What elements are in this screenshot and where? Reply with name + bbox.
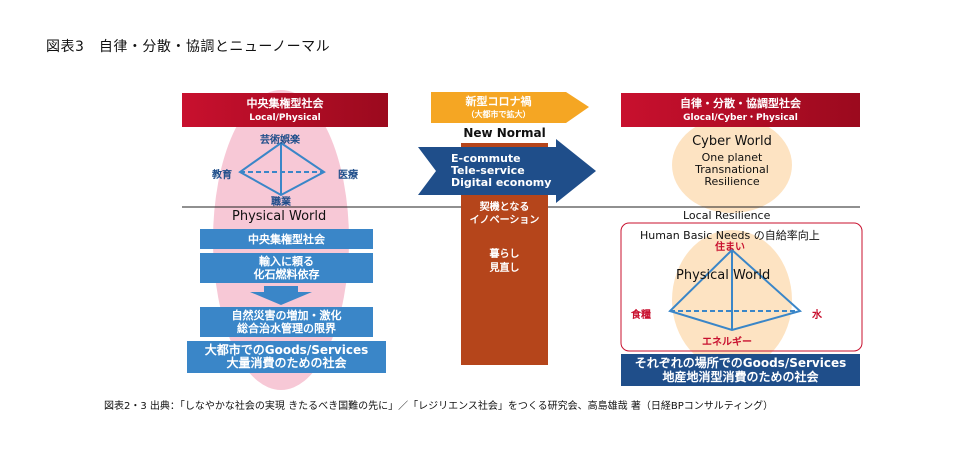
- innovation-line2: イノベーション: [469, 215, 540, 226]
- corona-line1: 新型コロナ禍: [465, 95, 532, 108]
- cyber-line3: Resilience: [704, 175, 760, 188]
- left-box1-text: 中央集権型社会: [248, 232, 325, 246]
- left-box4-line1: 大都市でのGoods/Services: [204, 343, 369, 357]
- new-normal-label: New Normal: [463, 126, 546, 140]
- right-header-title: 自律・分散・協調型社会: [680, 97, 801, 110]
- left-box3-line2: 総合治水管理の限界: [237, 322, 336, 335]
- cyber-world-title: Cyber World: [692, 134, 772, 149]
- cyber-line1: One planet: [701, 151, 763, 164]
- innovation-text: 契機となる イノベーション: [461, 201, 548, 227]
- left-physical-world: Physical World: [232, 209, 327, 224]
- left-box4-line2: 大量消費のための社会: [226, 356, 347, 370]
- right-node-bottom: エネルギー: [702, 337, 752, 348]
- right-bottom-line2: 地産地消型消費のための社会: [662, 370, 819, 384]
- right-header: 自律・分散・協調型社会 Glocal/Cyber・Physical: [621, 93, 860, 127]
- left-box3-line1: 自然災害の増加・激化: [231, 309, 342, 322]
- right-bottom-line1: それぞれの場所でのGoods/Services: [634, 356, 847, 370]
- right-physical-world: Physical World: [676, 268, 771, 283]
- local-resilience-label: Local Resilience: [683, 209, 771, 222]
- innovation-line1: 契機となる: [479, 202, 530, 213]
- right-node-right: 水: [812, 310, 822, 321]
- lifestyle-line2: 見直し: [489, 263, 520, 274]
- left-box2-line1: 輸入に頼る: [259, 255, 314, 268]
- new-normal-arrow-text: E-commute Tele-service Digital economy: [451, 153, 551, 189]
- left-box4: 大都市でのGoods/Services 大量消費のための社会: [187, 341, 386, 373]
- right-bottom-box: それぞれの場所でのGoods/Services 地産地消型消費のための社会: [621, 354, 860, 386]
- left-header-title: 中央集権型社会: [246, 97, 324, 110]
- right-peach-ellipse-top: [672, 117, 792, 213]
- left-box3: 自然災害の増加・激化 総合治水管理の限界: [200, 307, 373, 337]
- left-node-top: 芸術娯楽: [260, 135, 300, 146]
- local-resilience-frame: [620, 222, 863, 352]
- corona-label: 新型コロナ禍 （大都市で拡大）: [431, 95, 566, 121]
- corona-line2: （大都市で拡大）: [466, 110, 531, 119]
- left-header-sub: Local/Physical: [249, 113, 321, 123]
- source-caption: 図表2・3 出典：「しなやかな社会の実現 きたるべき国難の先に」／「レジリエンス…: [104, 401, 774, 412]
- basic-needs-label: Human Basic Needs の自給率向上: [640, 229, 820, 242]
- left-box2-line2: 化石燃料依存: [253, 268, 320, 281]
- arrow-line3: Digital economy: [451, 176, 552, 189]
- cyber-world-text: One planet Transnational Resilience: [662, 152, 802, 188]
- arrow-line2: Tele-service: [451, 164, 525, 177]
- right-header-sub: Glocal/Cyber・Physical: [683, 113, 798, 123]
- left-box2: 輸入に頼る 化石燃料依存: [200, 253, 373, 283]
- left-header: 中央集権型社会 Local/Physical: [182, 93, 388, 127]
- left-box1: 中央集権型社会: [200, 229, 373, 249]
- cyber-line2: Transnational: [695, 163, 769, 176]
- arrow-line1: E-commute: [451, 152, 521, 165]
- left-node-left: 教育: [212, 170, 232, 181]
- corona-arrow: [431, 92, 589, 123]
- left-node-bottom: 職業: [271, 197, 291, 208]
- down-arrow: [250, 286, 312, 305]
- right-node-top: 住まい: [715, 242, 745, 253]
- right-node-left: 食糧: [631, 310, 651, 321]
- lifestyle-line1: 暮らし: [489, 249, 520, 260]
- left-node-right: 医療: [338, 170, 358, 181]
- figure-title: 図表3 自律・分散・協調とニューノーマル: [46, 39, 331, 55]
- new-normal-arrow: [418, 139, 596, 203]
- lifestyle-text: 暮らし 見直し: [461, 248, 548, 276]
